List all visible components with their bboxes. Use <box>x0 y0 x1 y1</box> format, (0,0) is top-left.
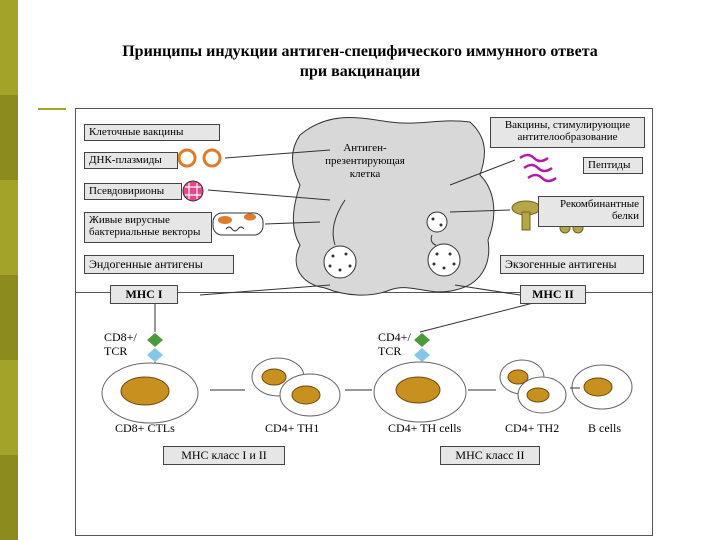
cd8-ctl-cell <box>101 362 199 424</box>
cd4-receptor-icon <box>414 333 430 368</box>
cd8-tcr-line-2: TCR <box>104 344 128 358</box>
cd4-tcr-line-2: TCR <box>378 344 402 358</box>
th1-cells <box>251 357 341 417</box>
mhc-i-box: МНС I <box>110 285 178 304</box>
cd8-ctls-label: CD8+ CTLs <box>115 421 175 435</box>
mhc-class-i-ii-box: МНС класс I и II <box>163 446 285 465</box>
b-cells-label: B cells <box>588 421 621 435</box>
cd4-th2-label: CD4+ TH2 <box>505 421 560 435</box>
live-vectors-line-1: Живые вирусные <box>89 214 170 226</box>
live-vectors-line-2: бактериальные векторы <box>89 226 201 238</box>
mhc-ii-box: МНС II <box>520 285 586 304</box>
b-cell <box>571 364 633 410</box>
pseudovirions-box: Псевдовирионы <box>84 183 182 200</box>
th-cell <box>373 361 467 423</box>
diagram-frame <box>75 108 653 536</box>
accent-segment <box>0 180 18 275</box>
pseudovirion-icon <box>182 180 204 202</box>
endosome-left <box>323 245 357 279</box>
live-vectors-box: Живые вирусные бактериальные векторы <box>84 212 212 243</box>
cd4-th-cells-label: CD4+ TH cells <box>388 421 462 435</box>
cd4-tcr-line-1: CD4+/ <box>378 330 411 344</box>
live-vector-icon <box>212 212 264 236</box>
antibody-vaccines-box: Вакцины, стимулирующие антителообразован… <box>490 117 645 148</box>
slide-title: Принципы индукции антиген-специфического… <box>40 42 680 82</box>
cd8-tcr-line-1: CD8+/ <box>104 330 137 344</box>
endogenous-antigens-box: Эндогенные антигены <box>84 255 234 274</box>
dna-plasmid-icon <box>177 148 222 168</box>
input-arrows <box>199 149 521 296</box>
peptide-icon <box>519 153 557 183</box>
cell-vaccines-box: Клеточные вакцины <box>84 124 220 141</box>
title-line-2: при вакцинации <box>299 63 421 80</box>
recombinant-line-1: Рекомбинантные <box>560 198 639 210</box>
cd4-th1-label: CD4+ TH1 <box>265 421 320 435</box>
title-rule <box>38 108 66 110</box>
apc-label-line-1: Антиген- <box>343 142 387 154</box>
mhc-class-ii-box: МНС класс II <box>440 446 540 465</box>
cd8-receptor-icon <box>147 333 163 368</box>
recombinant-line-2: белки <box>611 210 639 222</box>
dna-plasmids-box: ДНК-плазмиды <box>84 152 178 169</box>
peptides-box: Пептиды <box>583 157 643 174</box>
cd8-tcr-label: CD8+/ TCR <box>104 330 137 358</box>
left-accent-bar <box>0 0 18 540</box>
exogenous-antigens-box: Экзогенные антигены <box>500 255 644 274</box>
accent-segment <box>0 0 18 95</box>
differentiation-arrows <box>210 387 580 391</box>
apc-label-line-3: клетка <box>349 168 381 180</box>
accent-segment <box>0 360 18 455</box>
cd4-tcr-label: CD4+/ TCR <box>378 330 411 358</box>
endosome-right <box>426 211 461 277</box>
apc-internal-arrows <box>332 199 437 246</box>
antibody-vaccines-line-2: антителообразование <box>517 131 618 143</box>
th2-cells <box>499 359 567 414</box>
endosome-dots <box>328 217 456 272</box>
recombinant-proteins-box: Рекомбинантные белки <box>538 196 644 227</box>
apc-label: Антиген- презентирующая клетка <box>305 142 425 181</box>
antibody-vaccines-line-1: Вакцины, стимулирующие <box>504 119 631 131</box>
mhc-arrows <box>154 299 546 333</box>
recombinant-protein-icon <box>511 200 584 234</box>
apc-label-line-2: презентирующая <box>325 155 405 167</box>
title-line-1: Принципы индукции антиген-специфического… <box>122 43 598 60</box>
